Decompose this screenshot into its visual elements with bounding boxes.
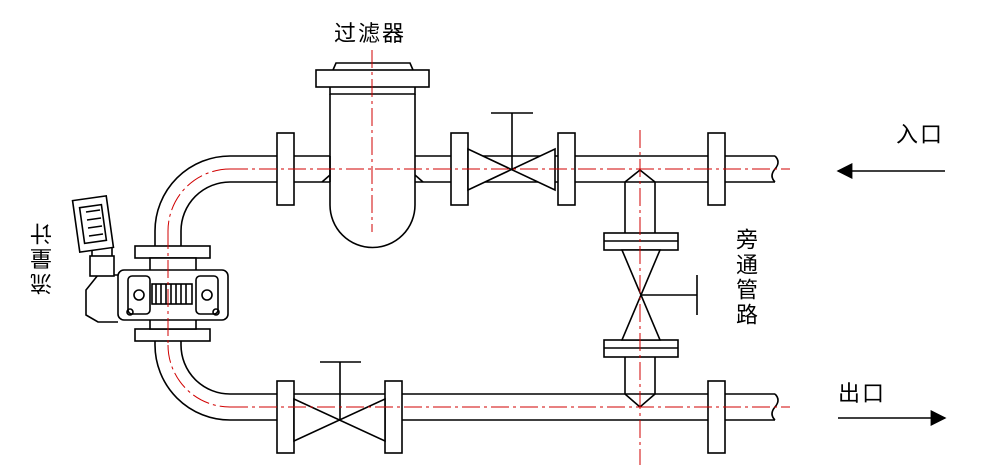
- flange: [276, 380, 295, 454]
- flowmeter: [71, 194, 229, 342]
- flange: [603, 339, 679, 358]
- centerlines: [167, 50, 790, 465]
- flange: [384, 380, 403, 454]
- flowmeter-label: 流量计: [31, 220, 56, 295]
- bypass-label: 旁通管路: [732, 228, 757, 328]
- outlet-label: 出口: [838, 382, 887, 407]
- bypass-valve: [620, 249, 698, 341]
- inlet-label: 入口: [896, 123, 945, 148]
- flange: [603, 232, 679, 251]
- filter-label: 过滤器: [334, 22, 407, 47]
- bottom-valve: [293, 361, 386, 443]
- top-valve: [467, 112, 556, 192]
- flange: [707, 380, 726, 454]
